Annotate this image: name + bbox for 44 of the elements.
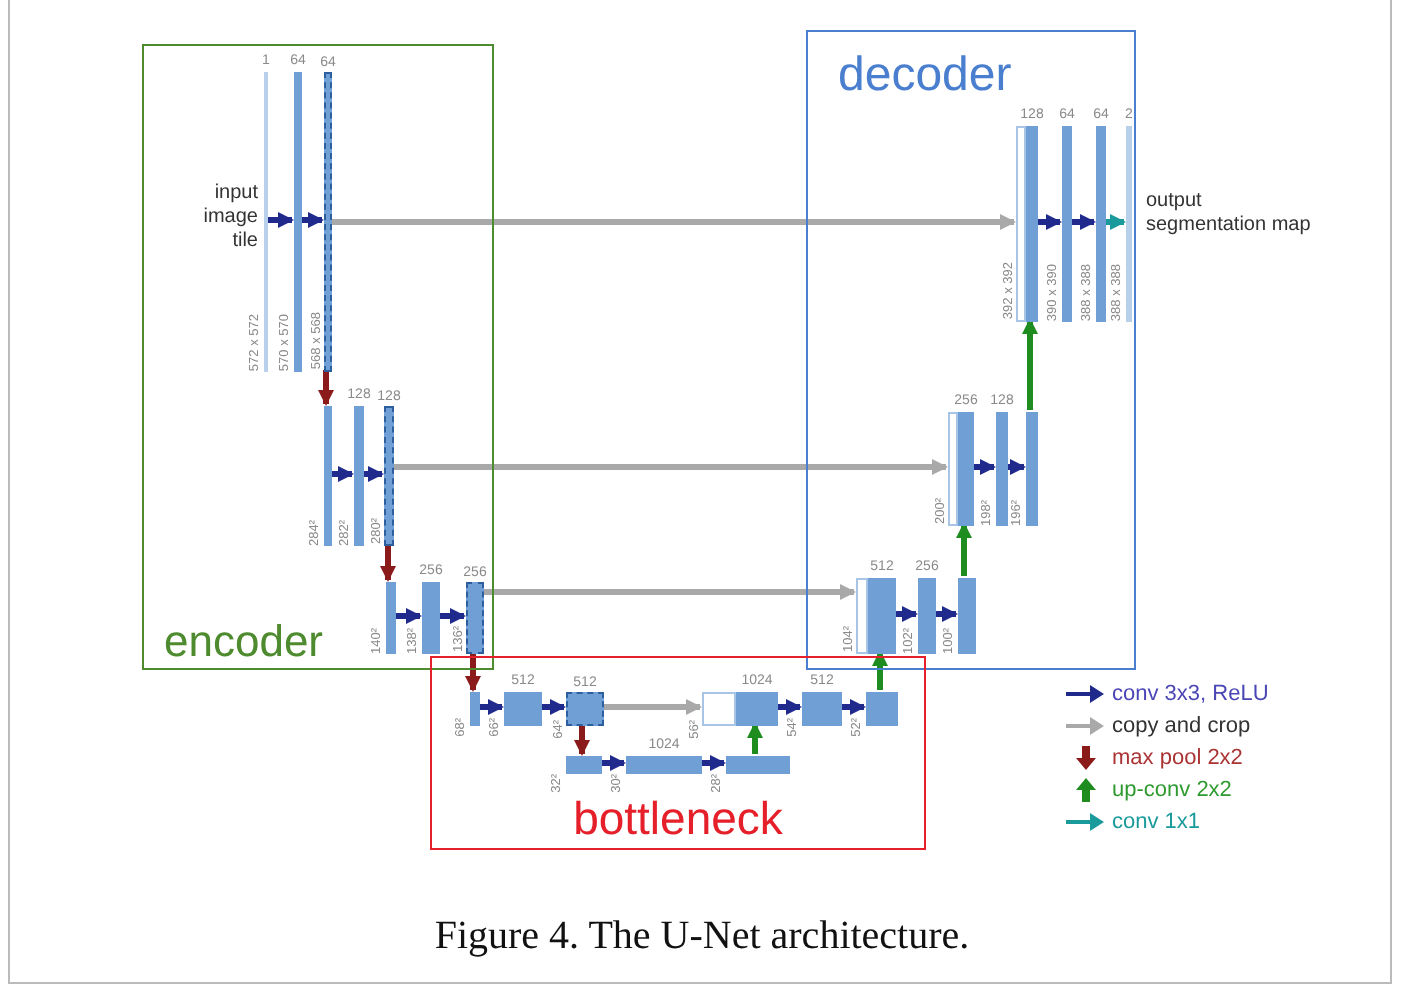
group-frame [142, 44, 494, 670]
arrow [392, 459, 948, 475]
arrow [956, 522, 972, 576]
arrow [894, 606, 918, 622]
arrow [478, 699, 504, 715]
arrow [1104, 214, 1126, 230]
arrow [934, 606, 958, 622]
group-title: decoder [838, 52, 1012, 100]
arrow [266, 212, 294, 228]
arrow [747, 722, 763, 754]
legend-text: conv 3x3, ReLU [1112, 680, 1269, 708]
arrow [776, 699, 802, 715]
group-title: encoder [164, 620, 324, 664]
arrow [972, 459, 996, 475]
arrow [330, 466, 354, 482]
arrow [872, 650, 888, 690]
arrow [394, 608, 422, 624]
arrow [318, 370, 334, 406]
arrow [1070, 214, 1096, 230]
arrow [362, 466, 384, 482]
group-frame [430, 656, 926, 850]
arrow [1006, 459, 1026, 475]
figure-caption: Figure 4. The U-Net architecture. [432, 914, 972, 960]
legend-text: conv 1x1 [1112, 808, 1201, 836]
arrow [438, 608, 466, 624]
legend-text: max pool 2x2 [1112, 744, 1243, 772]
annotation-text: input image tile [201, 182, 258, 254]
arrow [482, 584, 856, 600]
arrow [540, 699, 566, 715]
arrow [1036, 214, 1062, 230]
legend-text: up-conv 2x2 [1112, 776, 1232, 804]
arrow [840, 699, 866, 715]
arrow [300, 212, 324, 228]
group-title: bottleneck [571, 796, 785, 842]
arrow [700, 755, 726, 771]
arrow [465, 652, 481, 692]
arrow [602, 699, 702, 715]
arrow [380, 544, 396, 582]
legend-text: copy and crop [1112, 712, 1251, 740]
arrow [574, 724, 590, 756]
arrow [600, 755, 626, 771]
arrow [330, 214, 1016, 230]
arrow [1022, 318, 1038, 410]
annotation-text: output segmentation map [1146, 190, 1313, 238]
